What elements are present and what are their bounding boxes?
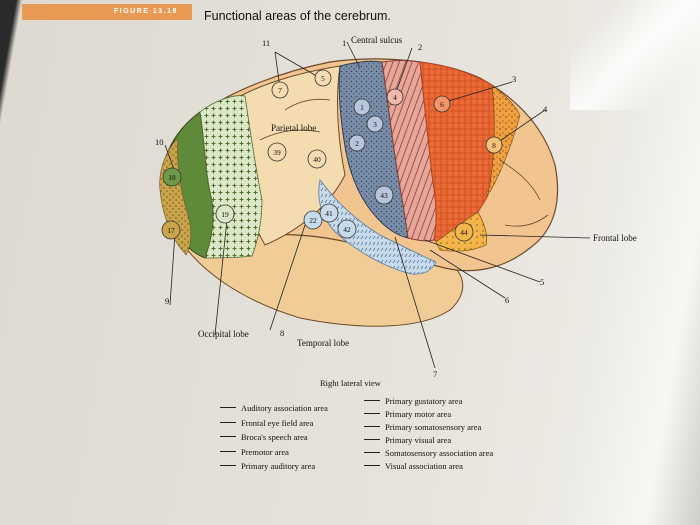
circled-markers: 7 5 1 3 2 4 6 8 39 40 18 19 17 22 41 42 … [161, 69, 503, 242]
legend-item: Somatosensory association area [364, 447, 493, 460]
area-circle-1: 1 [353, 98, 371, 116]
area-circle-7: 7 [271, 81, 289, 99]
area-circle-17: 17 [161, 220, 181, 240]
number-5: 5 [540, 277, 544, 287]
area-circle-2: 2 [348, 134, 366, 152]
svg-text:3: 3 [373, 120, 377, 129]
area-circle-4: 4 [386, 88, 404, 106]
svg-text:44: 44 [460, 228, 468, 237]
sulcus-line [284, 98, 331, 111]
svg-text:7: 7 [278, 86, 282, 95]
figure-tag: FIGURE 13.18 [22, 4, 192, 20]
area-circle-5: 5 [314, 69, 332, 87]
answer-blank[interactable] [364, 452, 380, 453]
svg-text:42: 42 [343, 225, 351, 234]
number-11: 11 [262, 38, 270, 48]
area-circle-41: 41 [319, 203, 339, 223]
number-2: 2 [418, 42, 422, 52]
answer-blank[interactable] [364, 439, 380, 440]
area-circle-40: 40 [307, 149, 327, 169]
glare [570, 0, 700, 110]
legend-item: Frontal eye field area [220, 416, 328, 431]
answer-blank[interactable] [364, 465, 380, 466]
answer-blank[interactable] [220, 450, 236, 452]
legend-item: Primary visual area [364, 434, 493, 447]
svg-text:19: 19 [221, 210, 229, 219]
legend-item: Visual association area [364, 460, 493, 473]
label-parietal-lobe: Parietal lobe [271, 123, 316, 133]
area-circle-39: 39 [267, 142, 287, 162]
number-3: 3 [512, 74, 516, 84]
answer-blank[interactable] [220, 465, 236, 466]
area-circle-19: 19 [215, 204, 235, 224]
answer-blank[interactable] [364, 426, 380, 427]
legend-item: Broca's speech area [220, 430, 328, 445]
answer-blank[interactable] [220, 436, 236, 437]
legend-item: Primary gustatory area [364, 395, 493, 408]
legend-item: Auditory association area [220, 401, 328, 416]
legend-left-column: Auditory association area Frontal eye fi… [220, 401, 328, 474]
area-circle-44: 44 [454, 222, 474, 242]
label-central-sulcus: Central sulcus [351, 35, 403, 45]
label-occipital-lobe: Occipital lobe [198, 329, 249, 339]
legend-right-column: Primary gustatory area Primary motor are… [364, 395, 493, 473]
legend-item: Primary motor area [364, 408, 493, 421]
label-frontal-lobe: Frontal lobe [593, 233, 637, 243]
area-circle-6: 6 [433, 95, 451, 113]
number-10: 10 [155, 137, 164, 147]
leader-lines [164, 41, 591, 369]
area-circle-18: 18 [162, 167, 182, 187]
sulcus-line [499, 159, 541, 201]
number-9: 9 [165, 296, 169, 306]
svg-text:6: 6 [440, 100, 444, 109]
sulcus-line [259, 129, 321, 141]
area-circle-3: 3 [366, 115, 384, 133]
svg-text:8: 8 [492, 141, 496, 150]
legend-item: Premotor area [220, 445, 328, 460]
area-circle-42: 42 [337, 219, 357, 239]
svg-text:17: 17 [167, 226, 175, 235]
label-temporal-lobe: Temporal lobe [297, 338, 349, 348]
svg-text:43: 43 [380, 191, 388, 200]
legend-item: Primary auditory area [220, 459, 328, 474]
svg-text:2: 2 [355, 139, 359, 148]
number-1: 1 [342, 38, 346, 48]
answer-blank[interactable] [364, 413, 380, 414]
answer-blank[interactable] [220, 421, 236, 423]
visual-association-area [199, 95, 263, 259]
svg-text:22: 22 [309, 216, 317, 225]
view-caption: Right lateral view [320, 378, 381, 388]
number-7: 7 [433, 369, 437, 379]
auditory-area [318, 179, 437, 275]
number-6: 6 [505, 295, 509, 305]
area-circle-8: 8 [485, 136, 503, 154]
answer-blank[interactable] [220, 407, 236, 408]
svg-text:39: 39 [273, 148, 281, 157]
svg-text:40: 40 [313, 155, 321, 164]
answer-blank[interactable] [364, 400, 380, 401]
svg-text:5: 5 [321, 74, 325, 83]
svg-text:1: 1 [360, 103, 364, 112]
number-8: 8 [280, 328, 284, 338]
svg-text:4: 4 [393, 93, 397, 102]
svg-text:18: 18 [168, 173, 176, 182]
number-4: 4 [543, 104, 548, 114]
area-circle-22: 22 [303, 210, 323, 230]
area-circle-43: 43 [374, 185, 394, 205]
svg-text:41: 41 [325, 209, 333, 218]
sulcus-line [504, 214, 549, 227]
legend-item: Primary somatosensory area [364, 421, 493, 434]
figure-title: Functional areas of the cerebrum. [204, 9, 391, 23]
